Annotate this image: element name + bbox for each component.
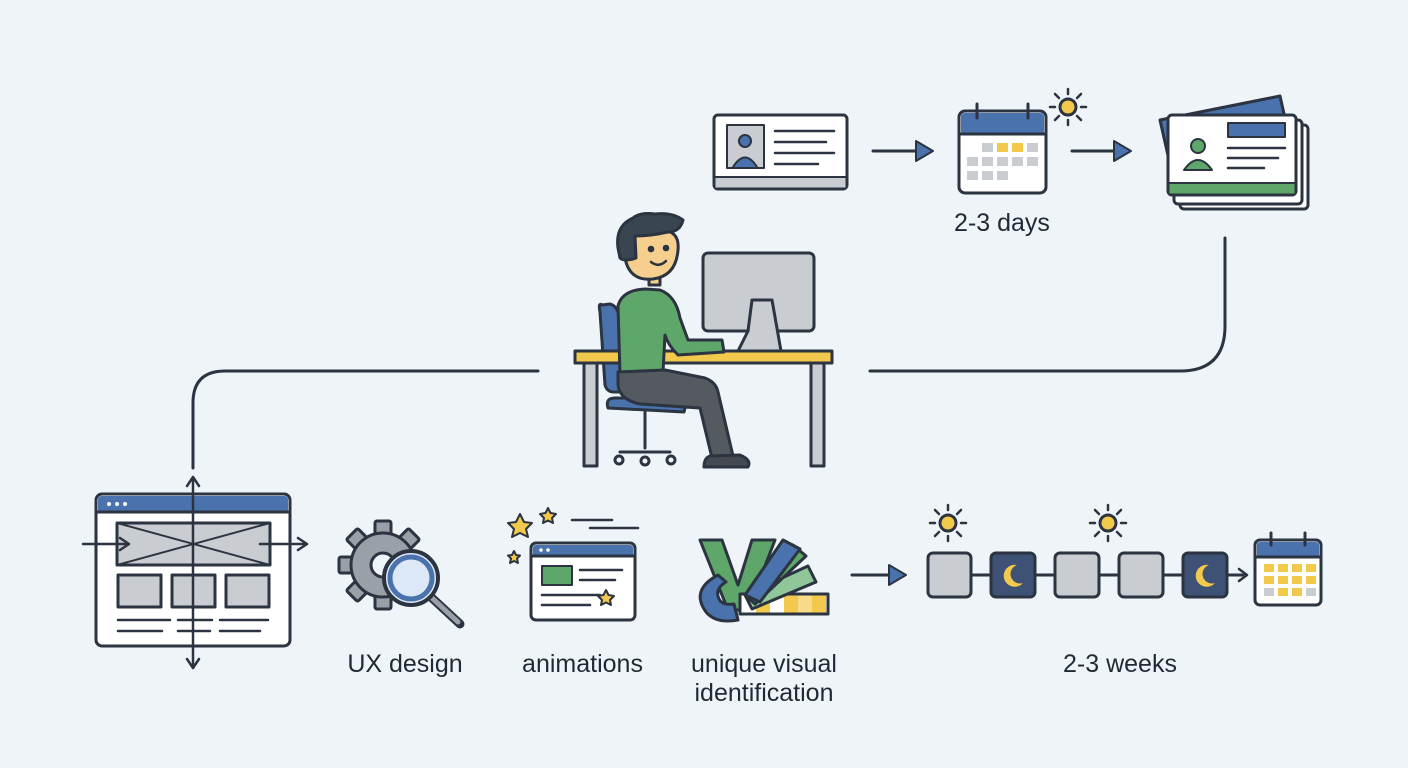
short-duration-label: 2-3 days: [954, 209, 1050, 237]
ux-design-label: UX design: [347, 650, 463, 678]
sun-icon: [1048, 87, 1088, 127]
magnifier-icon: [382, 549, 465, 629]
long-duration-label: 2-3 weeks: [1063, 650, 1177, 678]
monitor-icon: [701, 251, 816, 353]
person-at-desk-illustration: [573, 212, 834, 469]
animated-window-icon: [529, 518, 640, 622]
visual-identification-label-line2: identification: [694, 679, 834, 707]
moon-icon: [1181, 551, 1229, 599]
star-icon: [507, 550, 521, 564]
connector-lines: [191, 236, 1227, 470]
day-square-icon: [1117, 551, 1165, 599]
arrow-right-icon: [871, 140, 934, 162]
star-icon: [597, 589, 615, 606]
stacked-profile-cards-icon: [1158, 94, 1310, 211]
sun-icon: [1088, 503, 1128, 543]
day-square-icon: [926, 551, 973, 599]
sun-icon: [928, 503, 968, 543]
profile-card-icon: [712, 113, 849, 191]
star-icon: [539, 507, 557, 524]
visual-identification-label-line1: unique visual: [691, 650, 837, 678]
color-palette-icon: [738, 538, 830, 616]
day-timeline: [926, 551, 1249, 599]
day-square-icon: [1053, 551, 1101, 599]
star-icon: [507, 513, 533, 538]
logo-swatch-icon: [698, 538, 777, 623]
animations-label: animations: [522, 650, 643, 678]
calendar-icon: [1253, 531, 1323, 607]
moon-icon: [989, 551, 1037, 599]
arrow-right-icon: [850, 564, 907, 586]
wireframe-layout-icon: [81, 475, 309, 670]
calendar-icon: [957, 102, 1048, 195]
arrow-right-icon: [1070, 140, 1132, 162]
